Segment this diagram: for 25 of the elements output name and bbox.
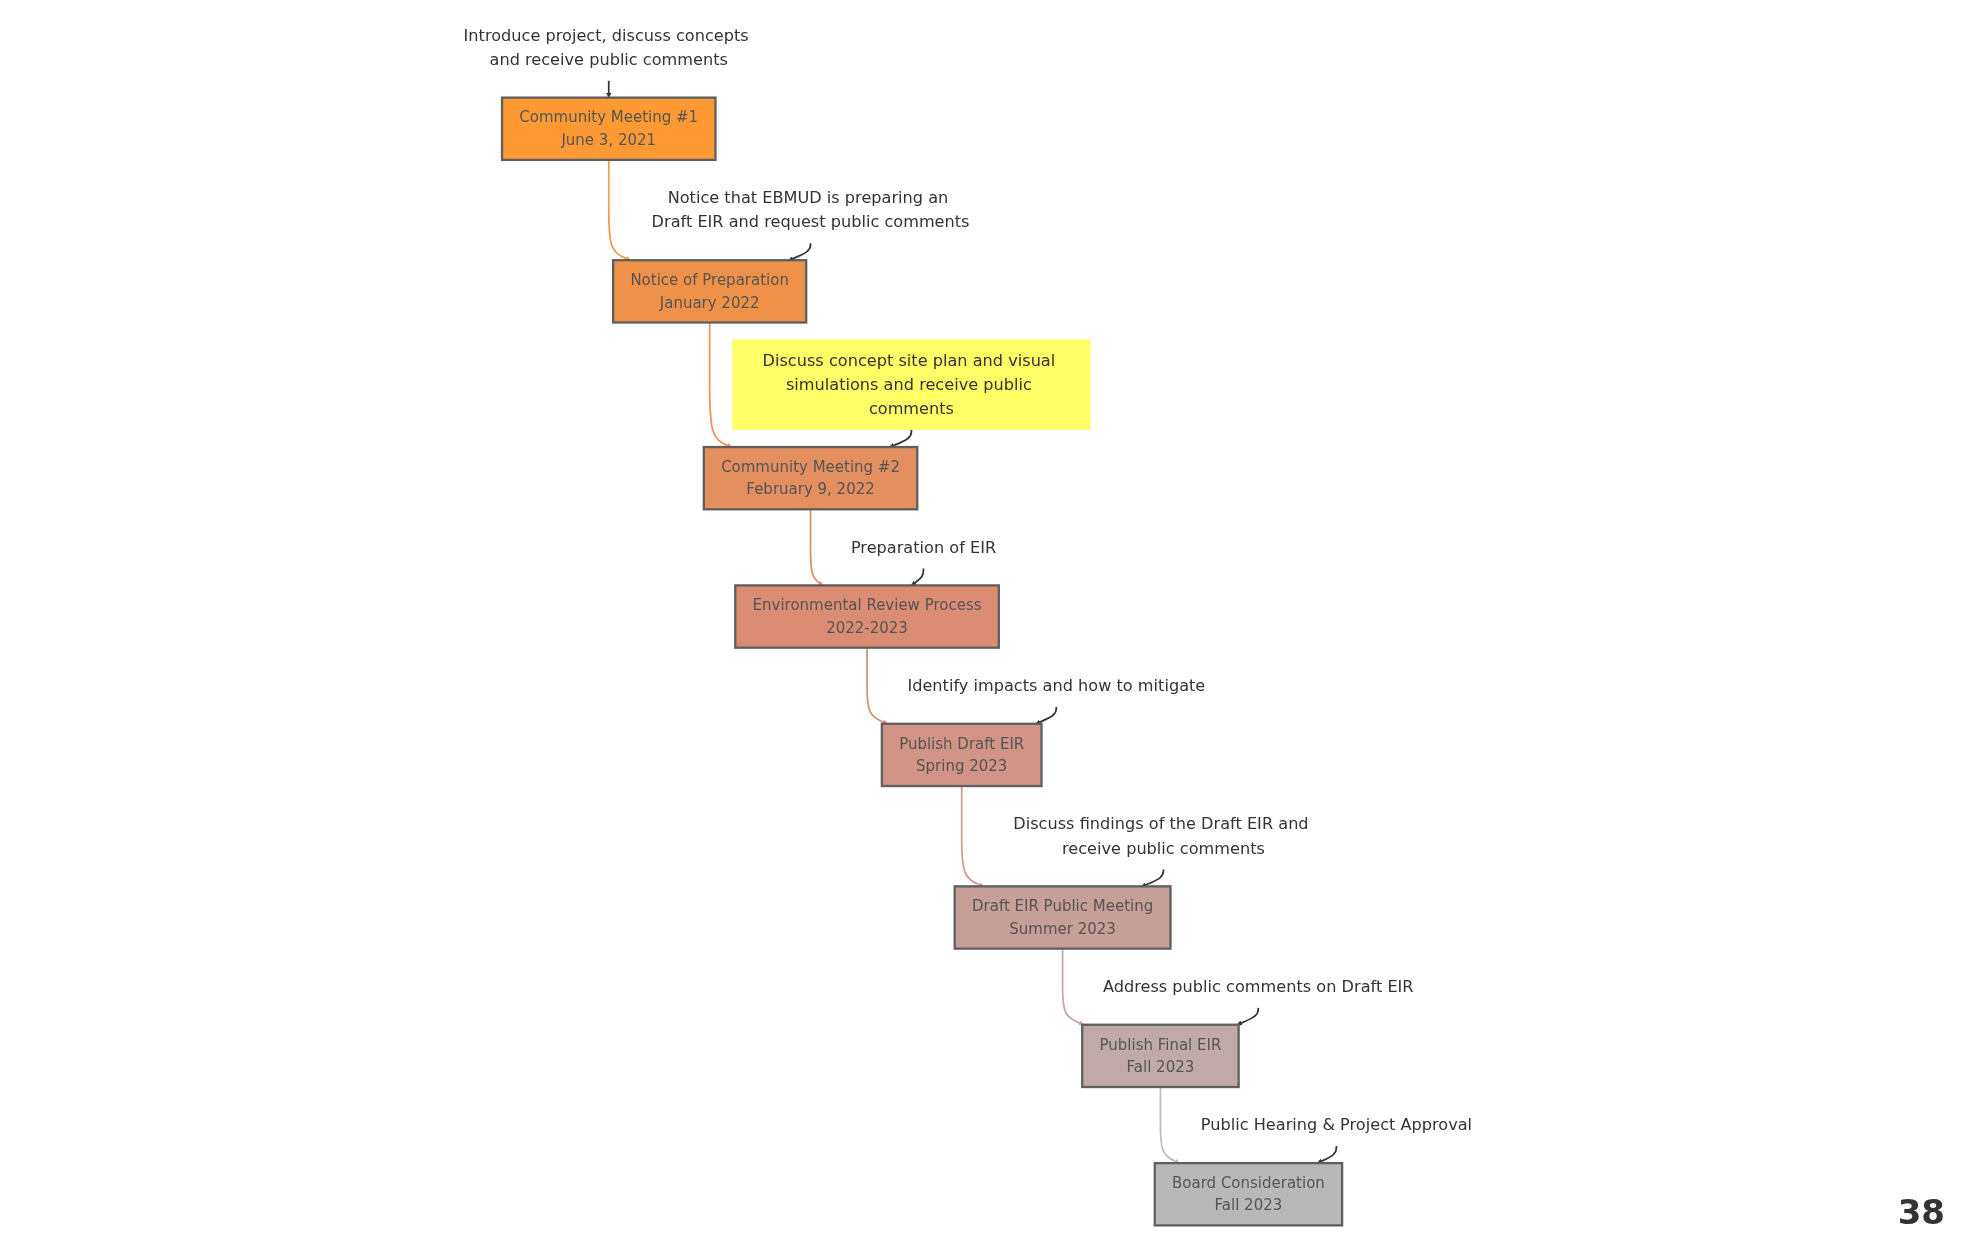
node-box: Board Consideration Fall 2023: [1153, 1161, 1344, 1227]
arrow: [911, 567, 925, 586]
node-text: Public Hearing & Project Approval: [1201, 1115, 1473, 1135]
node-box: Notice of Preparation January 2022: [612, 259, 808, 324]
arrow: [788, 242, 812, 261]
node-box: Draft EIR Public Meeting Summer 2023: [953, 885, 1172, 950]
node-text: Discuss findings of the Draft EIR and receive public comments: [1013, 814, 1309, 858]
node-box: Publish Final EIR Fall 2023: [1081, 1023, 1241, 1089]
node-text: Preparation of EIR: [851, 537, 997, 557]
node-text: Introduce project, discuss concepts and receive public comments: [463, 25, 750, 69]
arrow: [1035, 705, 1058, 725]
node-text: Identify impacts and how to mitigate: [907, 675, 1206, 695]
node-box: Discuss concept site plan and visual simulations and receive public comments: [732, 339, 1091, 431]
page-number: 38: [1897, 1192, 1945, 1232]
arrow: [608, 159, 632, 261]
node-text: Address public comments on Draft EIR: [1103, 976, 1414, 996]
node-box: Publish Draft EIR Spring 2023: [881, 722, 1043, 788]
node-box: Environmental Review Process 2022-2023: [734, 584, 1001, 649]
node-box: Community Meeting #2 February 9, 2022: [702, 445, 919, 511]
node-text: Notice that EBMUD is preparing an Draft EIR and request public comments: [651, 188, 970, 232]
node-box: Community Meeting #1 June 3, 2021: [501, 96, 717, 162]
arrow: [606, 79, 612, 98]
arrow: [889, 428, 913, 448]
arrow: [1237, 1006, 1260, 1026]
arrow: [1317, 1144, 1338, 1164]
